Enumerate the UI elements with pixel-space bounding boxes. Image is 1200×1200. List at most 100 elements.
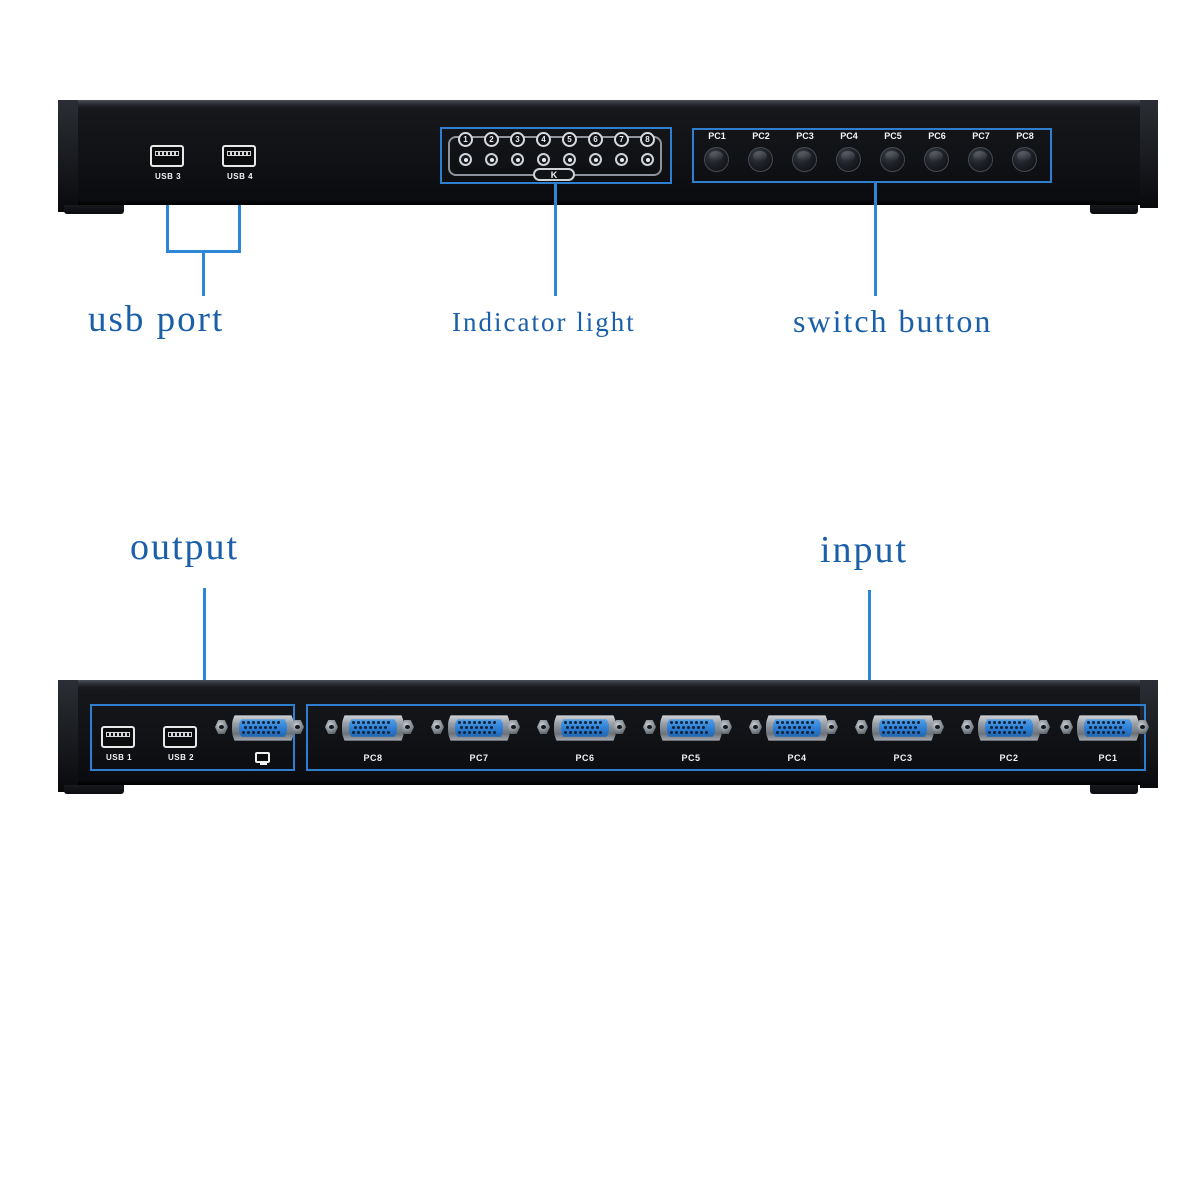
switch-label-pc3: PC3 (796, 131, 814, 141)
usb-leader-main-stem (202, 250, 205, 296)
usb-leader-right-stem (238, 205, 241, 253)
vga-pc1-screw-left (1060, 720, 1073, 734)
switch-button-pc7[interactable] (968, 147, 993, 172)
indicator-light-panel: 1 2 3 4 5 6 7 8 K (440, 127, 672, 184)
monitor-icon (255, 752, 270, 765)
front-panel-left-foot (64, 205, 124, 214)
usb4-label: USB 4 (226, 172, 254, 181)
switch-label-pc7: PC7 (972, 131, 990, 141)
vga-pc4-screw-left (749, 720, 762, 734)
output-vga-screw-left (215, 720, 228, 734)
switch-button-pc8[interactable] (1012, 147, 1037, 172)
vga-pc5-screw-right (719, 720, 732, 734)
indicator-highlight-box (440, 127, 672, 184)
output-vga-pins (242, 720, 284, 736)
vga-pc4-label: PC4 (787, 753, 807, 763)
vga-pc8-screw-right (401, 720, 414, 734)
vga-pc1-insert (1084, 719, 1132, 737)
switch-label-pc2: PC2 (752, 131, 770, 141)
vga-pc8-insert (349, 719, 397, 737)
front-panel-bottom-edge (58, 200, 1158, 205)
indicator-led-4 (537, 153, 550, 166)
vga-pc8-label: PC8 (363, 753, 383, 763)
switch-label-pc5: PC5 (884, 131, 902, 141)
callout-switch-button: switch button (793, 303, 993, 339)
vga-pc7-screw-right (507, 720, 520, 734)
vga-pc2-label: PC2 (999, 753, 1019, 763)
switch-label-pc8: PC8 (1016, 131, 1034, 141)
rear-panel-left-foot (64, 785, 124, 794)
indicator-number-8: 8 (640, 132, 655, 147)
rear-panel-right-foot (1090, 785, 1138, 794)
output-vga-screw-right (291, 720, 304, 734)
vga-pc1-screw-right (1136, 720, 1149, 734)
vga-pc3-label: PC3 (893, 753, 913, 763)
indicator-number-4: 4 (536, 132, 551, 147)
switch-button-leader-line (874, 183, 877, 296)
rear-panel-bottom-edge (58, 780, 1158, 785)
vga-pc6-insert (561, 719, 609, 737)
indicator-number-5: 5 (562, 132, 577, 147)
vga-pc7-insert (455, 719, 503, 737)
indicator-number-6: 6 (588, 132, 603, 147)
rear-panel-left-ear (58, 680, 78, 792)
output-vga-insert (239, 719, 287, 737)
indicator-led-8 (641, 153, 654, 166)
callout-indicator-light: Indicator light (452, 307, 636, 337)
vga-pc2-screw-left (961, 720, 974, 734)
indicator-leader-line (554, 184, 557, 296)
indicator-led-3 (511, 153, 524, 166)
vga-pc3-screw-right (931, 720, 944, 734)
indicator-led-6 (589, 153, 602, 166)
usb-leader-left-stem (166, 205, 169, 253)
switch-label-pc6: PC6 (928, 131, 946, 141)
front-panel-right-foot (1090, 205, 1138, 214)
switch-button-highlight-box (692, 128, 1052, 183)
usb1-label: USB 1 (105, 753, 133, 762)
input-leader-line (868, 590, 871, 705)
vga-pc4-insert (773, 719, 821, 737)
vga-pc7-label: PC7 (469, 753, 489, 763)
indicator-led-7 (615, 153, 628, 166)
switch-button-pc4[interactable] (836, 147, 861, 172)
callout-input: input (820, 529, 909, 571)
indicator-led-1 (459, 153, 472, 166)
output-highlight-box (90, 704, 295, 771)
front-panel-left-ear (58, 100, 78, 212)
vga-pc2-insert (985, 719, 1033, 737)
vga-pc8-pins (352, 720, 394, 736)
switch-label-pc1: PC1 (708, 131, 726, 141)
vga-pc7-screw-left (431, 720, 444, 734)
vga-pc6-pins (564, 720, 606, 736)
switch-label-pc4: PC4 (840, 131, 858, 141)
vga-pc6-label: PC6 (575, 753, 595, 763)
vga-pc1-pins (1087, 720, 1129, 736)
vga-pc5-insert (667, 719, 715, 737)
indicator-led-5 (563, 153, 576, 166)
switch-button-pc3[interactable] (792, 147, 817, 172)
vga-pc3-pins (882, 720, 924, 736)
switch-button-pc1[interactable] (704, 147, 729, 172)
vga-pc3-insert (879, 719, 927, 737)
switch-button-pc2[interactable] (748, 147, 773, 172)
switch-button-pc6[interactable] (924, 147, 949, 172)
vga-pc2-screw-right (1037, 720, 1050, 734)
switch-button-pc5[interactable] (880, 147, 905, 172)
callout-usb-port: usb port (88, 299, 225, 340)
callout-output: output (130, 526, 240, 568)
indicator-number-2: 2 (484, 132, 499, 147)
indicator-led-2 (485, 153, 498, 166)
vga-pc1-label: PC1 (1098, 753, 1118, 763)
indicator-number-3: 3 (510, 132, 525, 147)
indicator-k-marking: K (533, 168, 575, 181)
front-panel-right-ear (1140, 100, 1158, 208)
usb2-label: USB 2 (167, 753, 195, 762)
usb3-label: USB 3 (154, 172, 182, 181)
indicator-number-7: 7 (614, 132, 629, 147)
vga-pc2-pins (988, 720, 1030, 736)
vga-pc3-screw-left (855, 720, 868, 734)
indicator-number-1: 1 (458, 132, 473, 147)
input-highlight-box (306, 704, 1146, 771)
usb2-teeth (169, 733, 191, 736)
